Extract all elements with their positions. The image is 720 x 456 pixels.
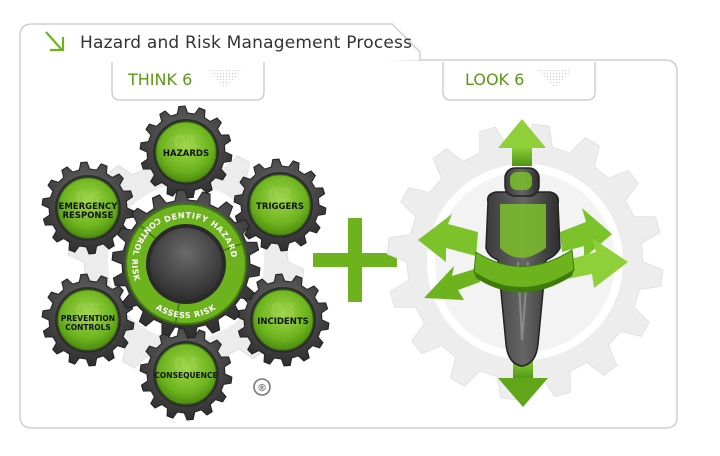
arrow-down-right-icon	[45, 31, 65, 52]
gear-label-05: CONTROLS	[65, 323, 111, 332]
gear-number-02: 02	[267, 185, 292, 206]
look6-label: LOOK 6	[465, 70, 525, 89]
gear-label-02: TRIGGERS	[256, 202, 304, 212]
gear-label-04: CONSEQUENCE	[154, 371, 217, 380]
arrow-right-icon	[560, 208, 628, 288]
gear-label-06: EMERGENCY	[59, 202, 119, 212]
plus-icon	[313, 218, 397, 302]
think6-label: THINK 6	[128, 70, 193, 89]
registered-mark: ®	[253, 378, 271, 396]
gear-label-03: INCIDENTS	[257, 317, 309, 327]
gear-number-04: 04	[173, 354, 198, 375]
gear-label-05: PREVENTION	[61, 314, 115, 323]
title-tab	[19, 23, 421, 70]
look-dropdown-icon	[538, 70, 572, 88]
page-title: Hazard and Risk Management Process	[80, 33, 413, 53]
gear-number-05: 05	[75, 300, 100, 321]
gear-label-01: HAZARDS	[163, 149, 209, 159]
svg-text:®: ®	[257, 383, 267, 394]
think6-gear-group: 01HAZARDS02TRIGGERS03INCIDENTS04CONSEQUE…	[41, 105, 330, 421]
gear-number-01: 01	[173, 132, 198, 153]
arrow-up-icon	[498, 119, 546, 166]
arrow-left-icon	[418, 214, 480, 300]
gear-number-03: 03	[270, 300, 295, 321]
think-dropdown-icon	[208, 70, 242, 88]
look6-figure	[418, 119, 628, 407]
gear-number-06: 06	[75, 188, 100, 209]
gear-label-06: RESPONSE	[63, 211, 114, 221]
